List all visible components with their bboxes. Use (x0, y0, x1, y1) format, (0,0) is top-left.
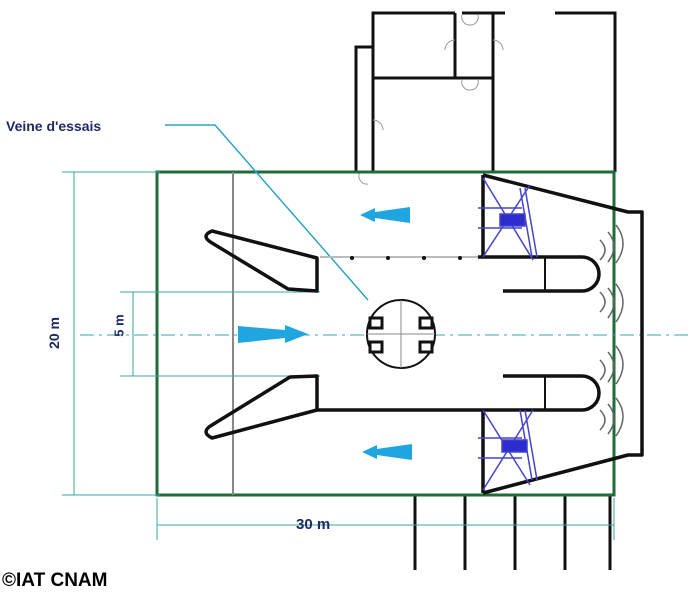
door-arcs (358, 14, 504, 185)
lower-rooms (413, 495, 612, 570)
return-flow-arrow-top (360, 207, 410, 223)
main-flow-arrow (238, 325, 308, 343)
posts (350, 256, 462, 260)
test-section-turntable (366, 299, 436, 369)
flow-arrows (238, 207, 412, 460)
height-dimension-label: 20 m (45, 317, 62, 349)
return-flow-arrow-bottom (362, 444, 412, 460)
hall-outline (155, 170, 616, 497)
length-dimension-label: 30 m (296, 516, 331, 533)
upper-rooms (354, 11, 617, 172)
fans (478, 177, 538, 491)
copyright-label: ©IAT CNAM (2, 570, 108, 591)
tunnel-walls (204, 173, 644, 495)
acoustic-baffles (599, 224, 624, 437)
width-dimension-label: 5 m (111, 314, 127, 337)
test-section-label: Veine d'essais (6, 118, 102, 134)
